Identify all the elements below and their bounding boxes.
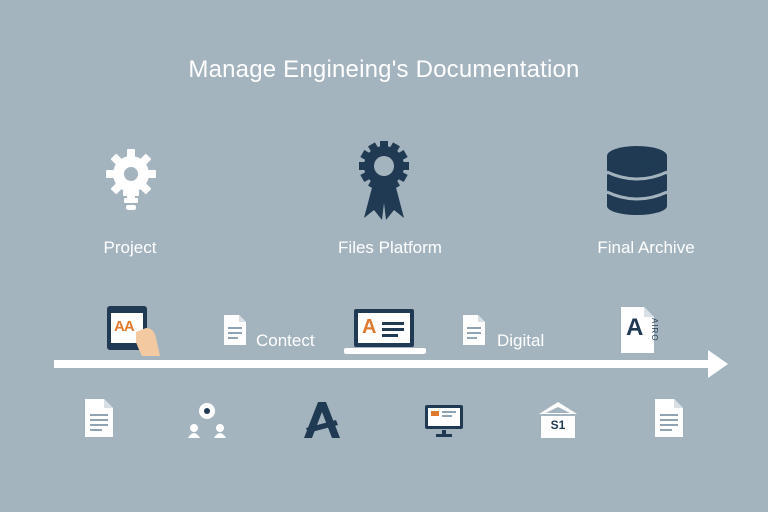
- timeline-arrow: [54, 348, 730, 380]
- laptop-icon: [344, 308, 426, 356]
- monitor-icon: [424, 404, 464, 438]
- document-icon: [84, 398, 114, 438]
- stage-label-files-platform: Files Platform: [338, 238, 442, 257]
- people-icon: [186, 402, 228, 438]
- document-icon: [654, 398, 684, 438]
- building-text: S1: [550, 418, 566, 432]
- stage-label-project: Project: [103, 238, 157, 257]
- gear-bulb-icon: [104, 144, 158, 216]
- document-icon: [462, 314, 486, 346]
- document-icon: [223, 314, 247, 346]
- database-icon: [606, 146, 668, 216]
- document-letter-icon: [620, 306, 662, 354]
- tablet-icon: [106, 304, 164, 360]
- flow-label-digital: Digital: [497, 331, 545, 350]
- document-letter: A: [626, 314, 644, 341]
- award-ribbon-icon: [356, 140, 412, 224]
- tablet-text: AA: [114, 318, 135, 335]
- letter-a-logo-icon: [302, 402, 342, 438]
- page-title: Manage Engineing's Documentation: [188, 56, 580, 83]
- stage-label-final-archive: Final Archive: [597, 238, 695, 257]
- flow-label-contect: Contect: [256, 331, 315, 350]
- laptop-text: A: [362, 316, 377, 338]
- document-side-text: AIRO: [650, 318, 659, 342]
- bank-building-icon: [538, 400, 578, 440]
